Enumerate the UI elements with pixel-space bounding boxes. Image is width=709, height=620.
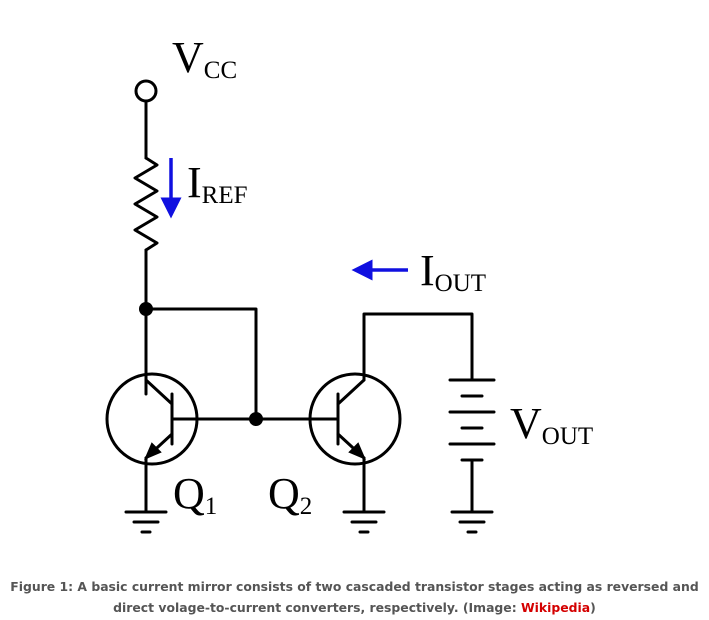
- q1-label: Q1: [173, 469, 217, 520]
- ground-icon: [450, 510, 494, 534]
- vcc-terminal: [134, 79, 158, 103]
- current-mirror-diagram: VCC IREF IOUT VOUT Q1 Q2: [105, 33, 593, 534]
- iout-label: IOUT: [420, 246, 486, 297]
- caption-close: ): [590, 600, 596, 615]
- battery-icon: [448, 378, 496, 462]
- q2-label: Q2: [268, 469, 312, 520]
- caption-text: Figure 1: A basic current mirror consist…: [10, 579, 699, 615]
- junction-dot: [249, 412, 263, 426]
- q2-emitter-arrow-icon: [348, 442, 366, 460]
- junction-dot: [139, 302, 153, 316]
- vout-label: VOUT: [510, 399, 593, 450]
- vcc-label: VCC: [172, 33, 237, 84]
- q2-transistor-icon: [308, 372, 402, 466]
- wikipedia-link[interactable]: Wikipedia: [520, 600, 591, 615]
- q2-collector-wire: [362, 312, 474, 382]
- diode-connection-wire: [144, 307, 258, 421]
- ground-icon: [342, 510, 386, 534]
- iref-label: IREF: [187, 158, 248, 209]
- ground-icon: [124, 510, 168, 534]
- figure-caption: Figure 1: A basic current mirror consist…: [10, 576, 699, 618]
- q1-emitter-arrow-icon: [144, 442, 162, 460]
- resistor-icon: [133, 156, 159, 252]
